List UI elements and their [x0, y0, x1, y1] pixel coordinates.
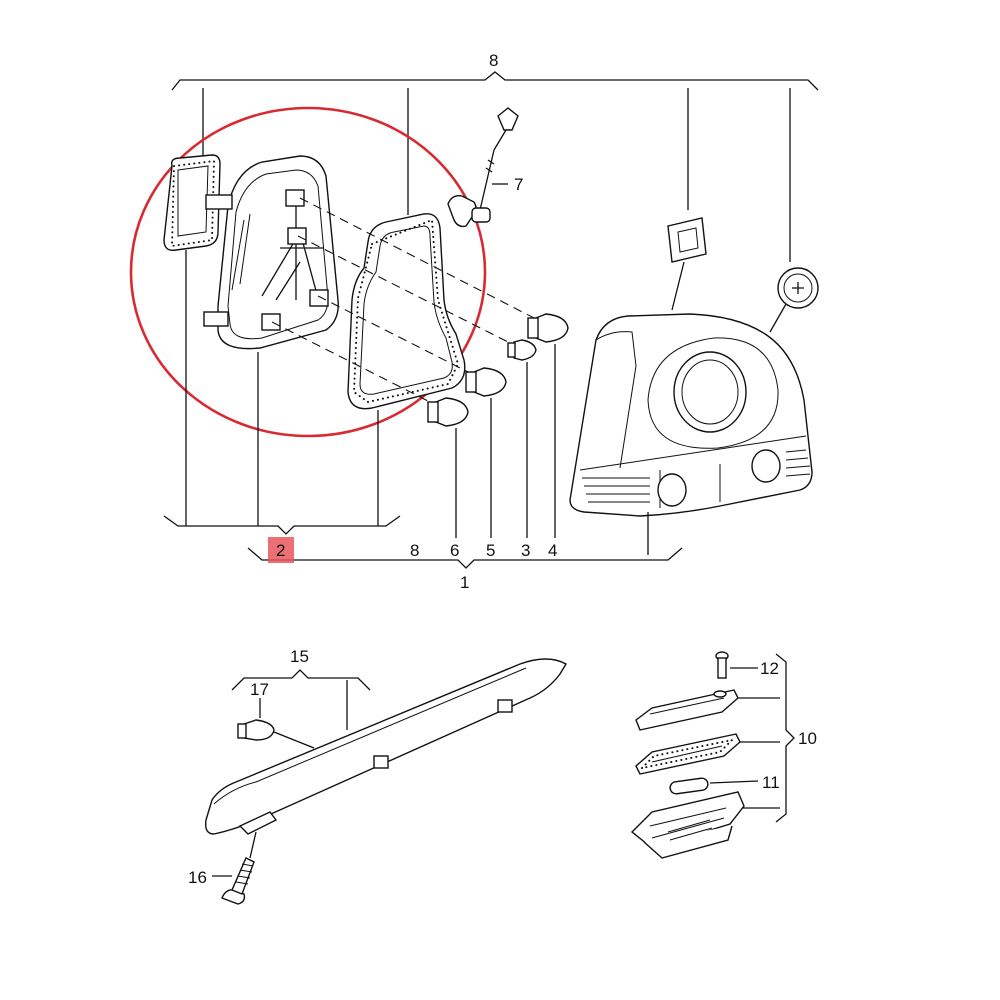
bracket-1 — [247, 547, 683, 569]
lamp-gasket — [635, 733, 741, 775]
bulb-4 — [527, 313, 569, 343]
callout-label-17: 17 — [250, 680, 269, 699]
round-cap — [769, 267, 819, 333]
bracket-15 — [231, 669, 371, 730]
lamp-lens — [635, 689, 739, 731]
bulb-17 — [237, 698, 315, 749]
callout-label-4: 4 — [548, 541, 557, 560]
bulb-5 — [465, 367, 507, 397]
callout-label-1: 1 — [460, 573, 469, 592]
bulb-3 — [507, 339, 537, 361]
highlight-circle — [129, 106, 487, 438]
small-gasket — [163, 154, 221, 251]
callout-label-7: 7 — [514, 175, 523, 194]
square-grommet — [667, 217, 707, 311]
callout-label-16: 16 — [188, 868, 207, 887]
large-gasket — [347, 213, 466, 410]
wiring-harness-7 — [447, 107, 519, 228]
bulb-11 — [669, 777, 759, 795]
screw-16 — [212, 831, 257, 905]
callout-label-5: 5 — [486, 541, 495, 560]
bracket-2 — [163, 250, 401, 535]
callout-label-11: 11 — [762, 773, 780, 792]
screw-12 — [715, 651, 758, 679]
callout-highlight-box — [268, 537, 294, 563]
bulb-holder — [203, 155, 339, 350]
tail-lamp-housing — [569, 313, 813, 517]
callout-label-8-top: 8 — [489, 51, 498, 70]
callout-label-10: 10 — [798, 729, 817, 748]
bracket-8-top — [171, 71, 819, 262]
bulb-6 — [427, 397, 469, 427]
brake-light-bar — [204, 658, 567, 835]
callout-label-15: 15 — [290, 647, 309, 666]
lamp-housing — [630, 791, 745, 859]
callout-label-3: 3 — [521, 541, 530, 560]
callout-label-2: 2 — [276, 541, 285, 560]
callout-label-8-bottom: 8 — [410, 541, 419, 560]
callout-label-6: 6 — [450, 541, 459, 560]
callout-label-12: 12 — [760, 659, 779, 678]
